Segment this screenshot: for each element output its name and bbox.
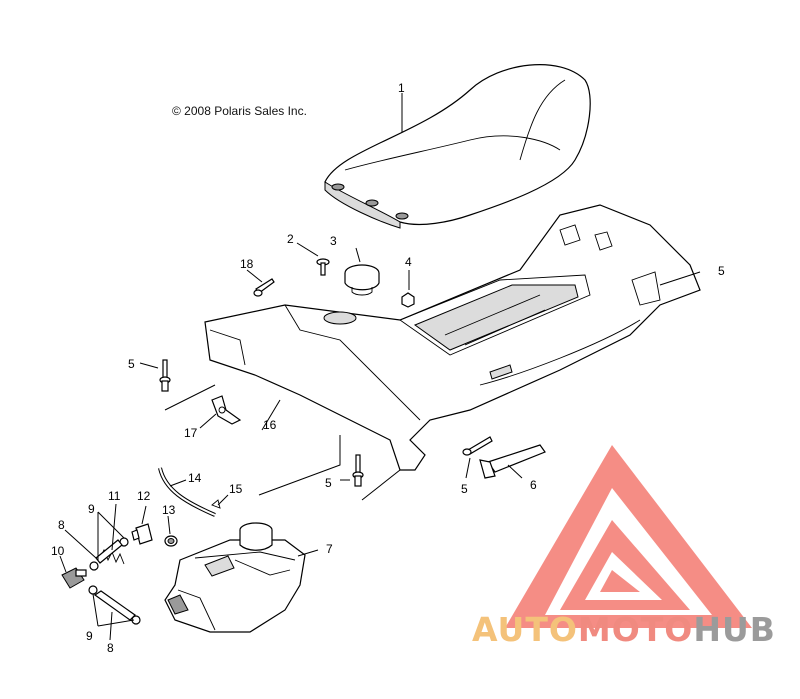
- nut-part: [401, 292, 415, 308]
- logo-part-auto: AUTO: [472, 610, 578, 649]
- callout-15: 15: [229, 482, 243, 496]
- strap-part: [479, 444, 546, 479]
- callout-5-right: 5: [718, 264, 725, 278]
- callout-3: 3: [330, 234, 337, 248]
- push-rivet-center-part: [352, 454, 364, 487]
- callout-14: 14: [188, 471, 202, 485]
- rivet-part: [253, 278, 275, 297]
- hose-lower-part: [93, 590, 136, 621]
- callout-10: 10: [51, 544, 65, 558]
- callout-18: 18: [240, 257, 254, 271]
- watermark-logo-text: AUTOMOTOHUB: [472, 610, 776, 649]
- callout-5-left: 5: [128, 357, 135, 371]
- leader-lines: [59, 93, 701, 641]
- callout-4: 4: [405, 255, 412, 269]
- body-tub-part: [204, 204, 701, 471]
- callout-7: 7: [326, 542, 333, 556]
- callout-8-lower: 8: [107, 641, 114, 655]
- callout-11: 11: [108, 489, 121, 503]
- callout-12: 12: [137, 489, 151, 503]
- callout-17: 17: [184, 426, 198, 440]
- callout-1: 1: [398, 81, 405, 95]
- push-rivet-left-part: [159, 359, 171, 392]
- elbow-fitting-part: [131, 523, 153, 545]
- grommet-part: [164, 535, 178, 547]
- vent-hose-part: [158, 467, 216, 517]
- fuel-tank-part: [164, 522, 306, 633]
- fuel-cap-part: [344, 264, 380, 296]
- callout-5-center: 5: [325, 476, 332, 490]
- callout-16: 16: [263, 418, 277, 432]
- watermark-triangle-icon: [505, 445, 752, 628]
- hose-upper-part: [95, 539, 123, 564]
- callout-8-upper: 8: [58, 518, 65, 532]
- screw-part: [316, 258, 330, 276]
- logo-part-hub: HUB: [693, 610, 776, 649]
- callout-5-strap: 5: [461, 482, 468, 496]
- push-rivet-right-part: [462, 436, 493, 456]
- bracket-part: [211, 395, 242, 425]
- callout-13: 13: [162, 503, 176, 517]
- valve-part: [61, 567, 87, 589]
- callout-9-upper: 9: [88, 502, 95, 516]
- seat-part: [324, 64, 591, 229]
- callout-9-lower: 9: [86, 629, 93, 643]
- callout-2: 2: [287, 232, 294, 246]
- callout-6: 6: [530, 478, 537, 492]
- callout-labels: 1 2 3 4 5 5 5 5 6 7 8 8 9 9 10 11 12 13 …: [51, 81, 725, 655]
- copyright-notice: © 2008 Polaris Sales Inc.: [172, 104, 307, 118]
- logo-part-moto: MOTO: [577, 610, 694, 649]
